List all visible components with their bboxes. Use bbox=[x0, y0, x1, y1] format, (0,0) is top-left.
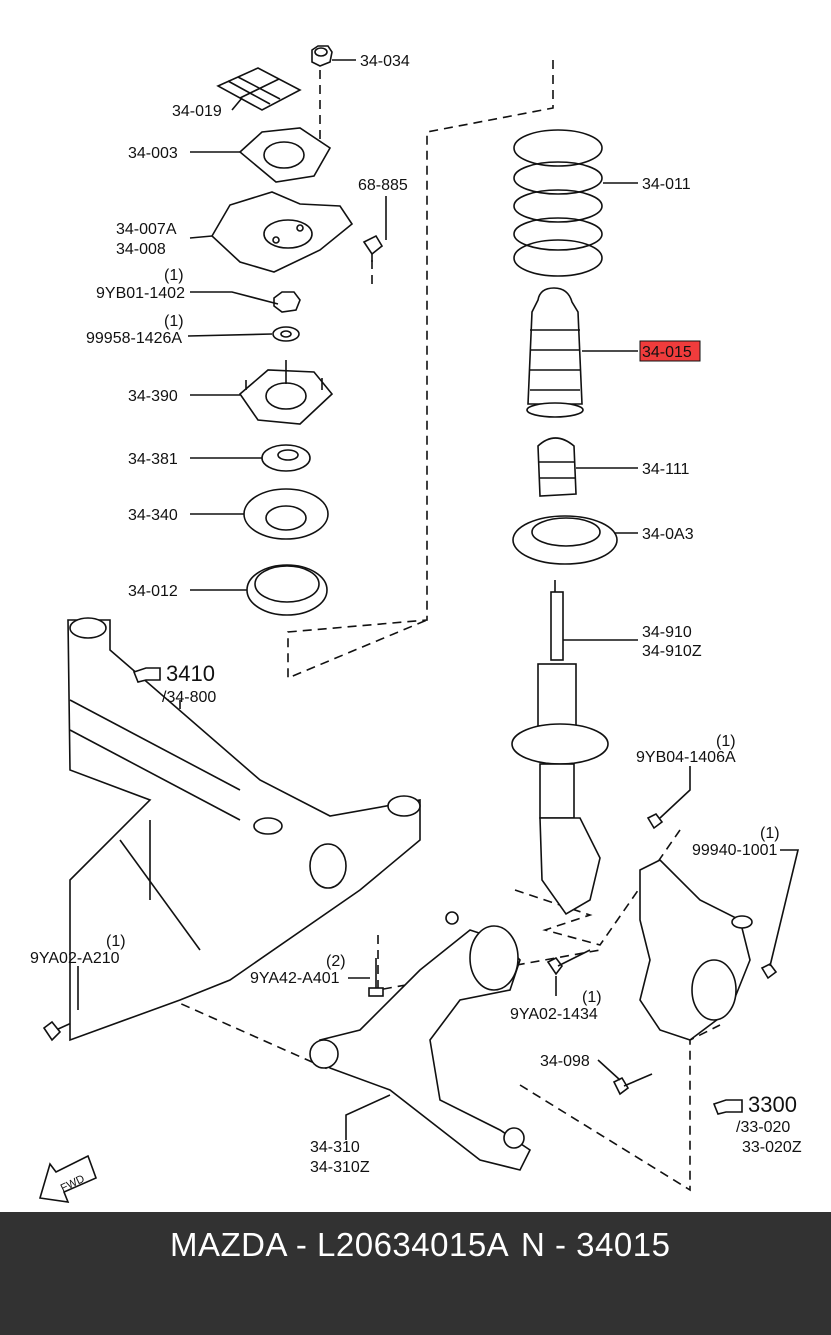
label-34-003: 34-003 bbox=[128, 145, 178, 162]
label-34-310: 34-310 bbox=[310, 1139, 360, 1156]
label-qty-99958: (1) bbox=[164, 313, 184, 330]
part-34-111 bbox=[537, 437, 577, 497]
label-9yb04-1406a: 9YB04-1406A bbox=[636, 749, 736, 766]
crossmember bbox=[67, 617, 421, 1042]
label-9ya42-a401: 9YA42-A401 bbox=[250, 970, 340, 987]
part-99940-1001 bbox=[760, 962, 778, 980]
label-qty-99940: (1) bbox=[760, 825, 780, 842]
part-68-885 bbox=[362, 234, 384, 262]
part-9ya02-1434 bbox=[546, 949, 591, 976]
part-34-015 bbox=[526, 287, 584, 418]
label-68-885: 68-885 bbox=[358, 177, 408, 194]
label-34-910z: 34-910Z bbox=[642, 643, 702, 660]
knuckle-guide bbox=[519, 1024, 721, 1192]
part-34-310 bbox=[309, 911, 532, 1171]
part-34-381 bbox=[261, 444, 311, 472]
label-34-015: 34-015 bbox=[642, 344, 692, 361]
label-33-020z: 33-020Z bbox=[742, 1139, 802, 1156]
part-34-012 bbox=[246, 564, 328, 616]
label-34-800: /34-800 bbox=[162, 689, 216, 706]
pointing-hand-icon bbox=[712, 1099, 743, 1115]
part-9ya42-a401 bbox=[368, 958, 384, 997]
part-34-034 bbox=[311, 45, 333, 67]
part-34-390 bbox=[238, 360, 334, 425]
label-qty-9ya42: (2) bbox=[326, 953, 346, 970]
label-qty-9yb04: (1) bbox=[716, 733, 736, 750]
knuckle bbox=[639, 859, 753, 1041]
pointing-hand-icon bbox=[132, 667, 161, 683]
leader-lines bbox=[77, 59, 800, 1140]
label-99940-1001: 99940-1001 bbox=[692, 842, 778, 859]
part-34-019 bbox=[216, 67, 302, 111]
label-ref-3300: 3300 bbox=[748, 1092, 797, 1117]
part-9yb01-1402 bbox=[273, 291, 301, 313]
label-34-019: 34-019 bbox=[172, 103, 222, 120]
label-34-012: 34-012 bbox=[128, 583, 178, 600]
label-9ya02-a210: 9YA02-A210 bbox=[30, 950, 120, 967]
label-qty-9ya02-a210: (1) bbox=[106, 933, 126, 950]
label-34-098: 34-098 bbox=[540, 1053, 590, 1070]
part-34-003 bbox=[238, 127, 332, 183]
label-33-020: /33-020 bbox=[736, 1119, 790, 1136]
label-qty-9yb01: (1) bbox=[164, 267, 184, 284]
label-34-310z: 34-310Z bbox=[310, 1159, 370, 1176]
label-34-390: 34-390 bbox=[128, 388, 178, 405]
part-34-011 bbox=[513, 129, 603, 277]
label-qty-9ya02-1434: (1) bbox=[582, 989, 602, 1006]
highlight-box-34-015 bbox=[639, 340, 701, 362]
part-34-0a3 bbox=[512, 515, 618, 565]
part-34-340 bbox=[243, 488, 329, 540]
arm-front-guide bbox=[377, 935, 601, 991]
label-99958-1426a: 99958-1426A bbox=[86, 330, 182, 347]
label-34-340: 34-340 bbox=[128, 507, 178, 524]
part-9yb04-1406a bbox=[646, 812, 664, 830]
label-34-0a3: 34-0A3 bbox=[642, 526, 694, 543]
part-34-007a bbox=[210, 191, 354, 273]
part-number-text: MAZDA - L20634015A bbox=[170, 1226, 510, 1263]
label-34-007a: 34-007A bbox=[116, 221, 177, 238]
label-9ya02-1434: 9YA02-1434 bbox=[510, 1006, 598, 1023]
label-34-111: 34-111 bbox=[642, 461, 690, 478]
parts-diagram: 34-034 34-019 34-003 68-885 34-007A 34-0… bbox=[30, 45, 802, 1203]
label-9yb01-1402: 9YB01-1402 bbox=[96, 285, 185, 302]
label-34-011: 34-011 bbox=[642, 176, 691, 193]
upper-mount-group-outline bbox=[287, 60, 554, 680]
fwd-arrow-icon: FWD bbox=[38, 1154, 98, 1203]
label-34-034: 34-034 bbox=[360, 53, 410, 70]
label-ref-3410: 3410 bbox=[166, 661, 215, 686]
label-34-381: 34-381 bbox=[128, 451, 178, 468]
part-34-098 bbox=[612, 1073, 653, 1096]
label-34-008: 34-008 bbox=[116, 241, 166, 258]
label-34-910: 34-910 bbox=[642, 624, 692, 641]
part-34-910 bbox=[511, 580, 609, 916]
part-info-bar: MAZDA - L20634015A N - 34015 bbox=[0, 1212, 831, 1335]
oem-number-text: N - 34015 bbox=[521, 1226, 671, 1263]
part-99958-1426a bbox=[272, 326, 300, 342]
